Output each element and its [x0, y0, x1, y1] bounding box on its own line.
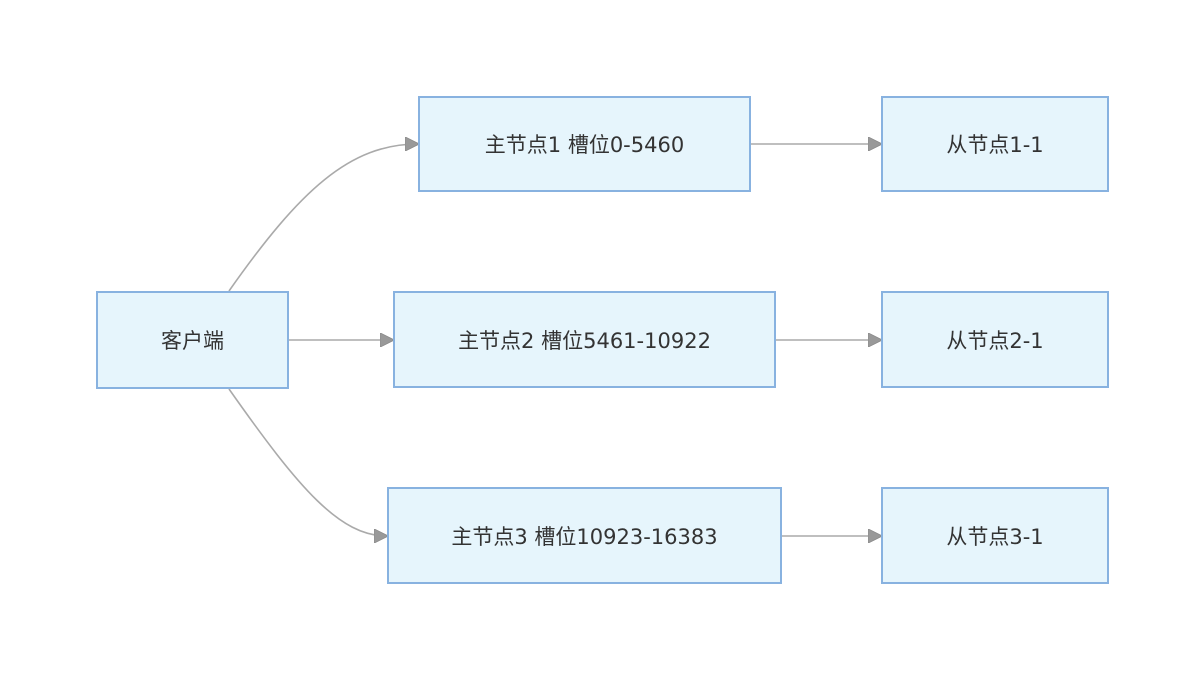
node-master1: 主节点1 槽位0-5460 — [418, 96, 751, 192]
node-master3: 主节点3 槽位10923-16383 — [387, 487, 782, 584]
node-replica3: 从节点3-1 — [881, 487, 1109, 584]
node-master3-label: 主节点3 槽位10923-16383 — [451, 524, 718, 549]
node-client: 客户端 — [96, 291, 289, 389]
node-replica3-label: 从节点3-1 — [946, 524, 1044, 549]
node-replica1: 从节点1-1 — [881, 96, 1109, 192]
node-master2-label: 主节点2 槽位5461-10922 — [458, 328, 711, 353]
node-replica2: 从节点2-1 — [881, 291, 1109, 388]
node-master1-label: 主节点1 槽位0-5460 — [484, 133, 685, 157]
edge-client-master1 — [228, 144, 418, 292]
node-master2: 主节点2 槽位5461-10922 — [393, 291, 776, 388]
node-replica2-label: 从节点2-1 — [946, 328, 1044, 353]
edge-client-master3 — [228, 388, 387, 536]
node-replica1-label: 从节点1-1 — [946, 133, 1044, 157]
node-client-label: 客户端 — [161, 329, 224, 353]
